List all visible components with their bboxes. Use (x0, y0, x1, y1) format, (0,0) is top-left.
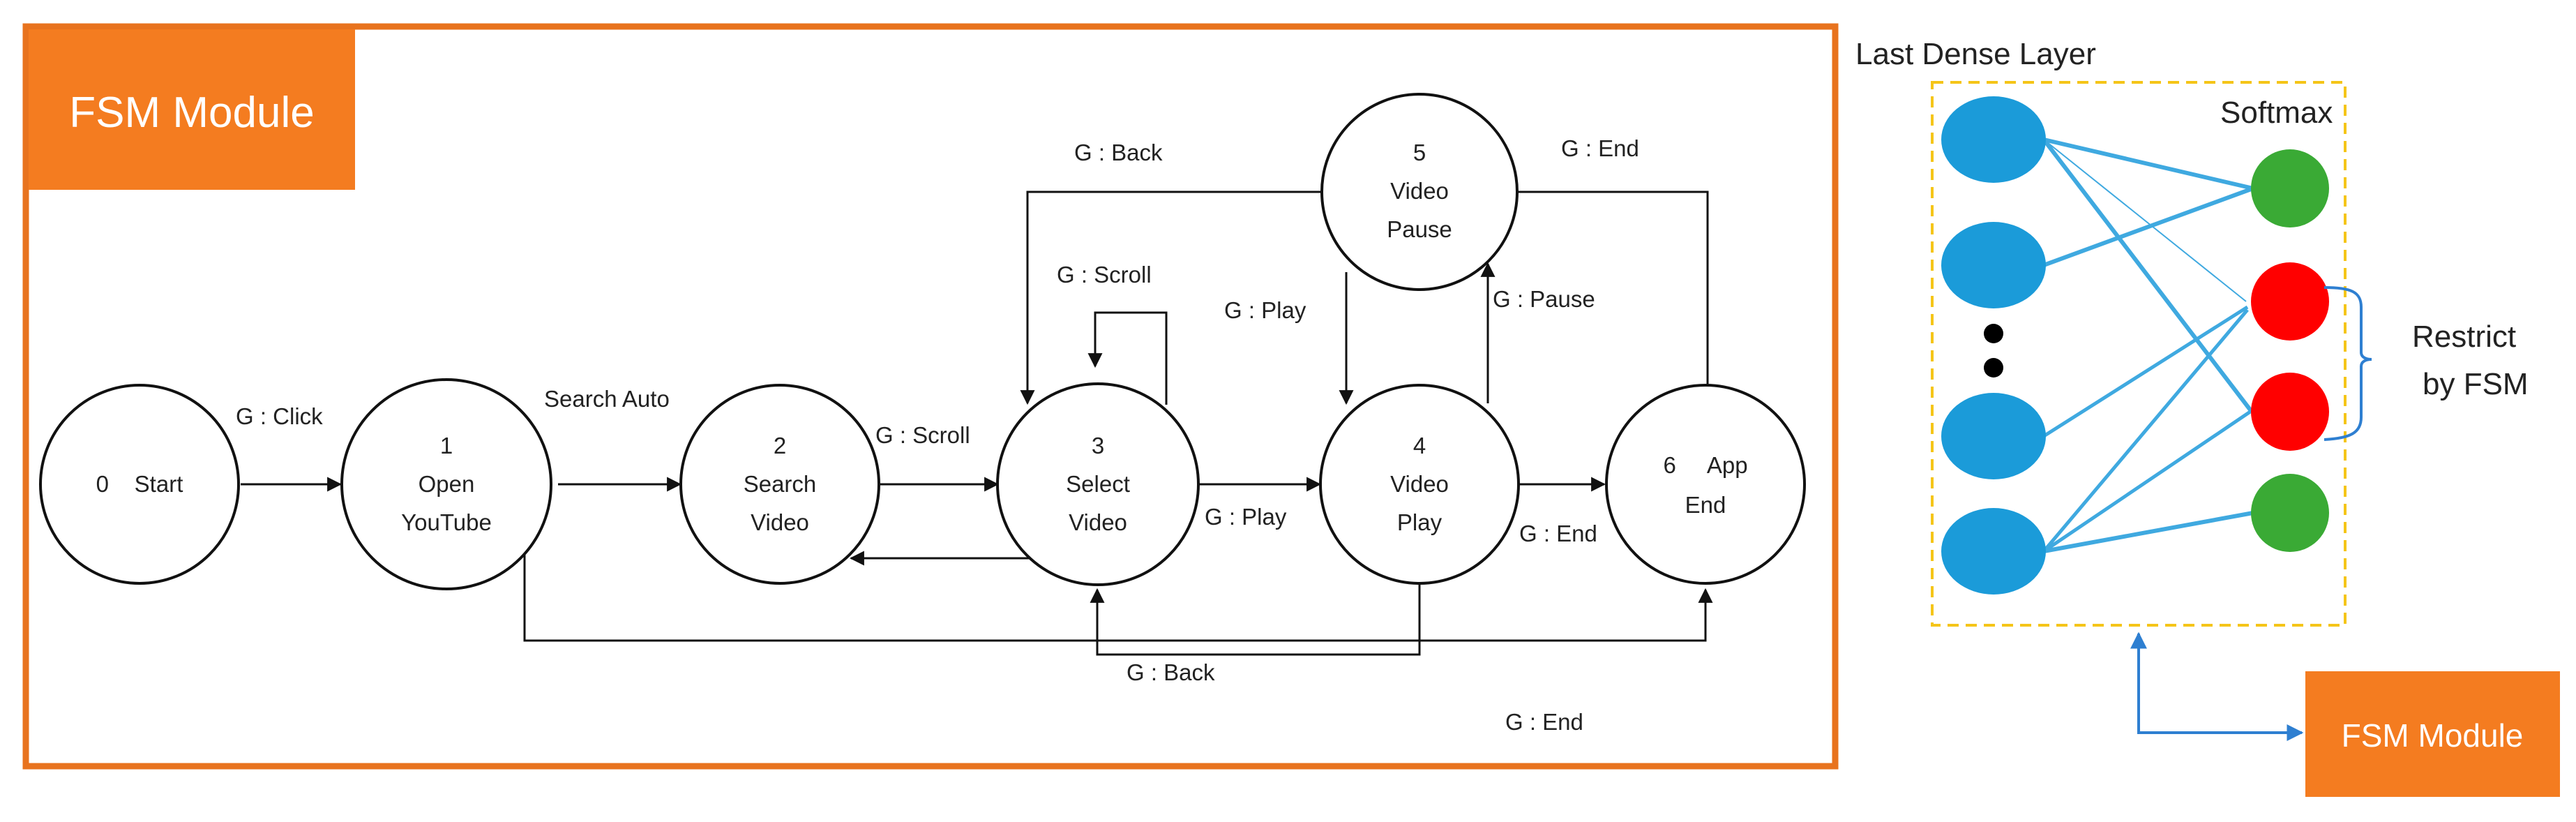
fsm-module-label: FSM Module (2342, 717, 2524, 754)
softmax-node-restricted-2 (2251, 373, 2329, 451)
label-play-3-4: G : Play (1205, 504, 1287, 530)
state-5-number: 5 (1413, 140, 1426, 165)
fsm-module-box (2305, 671, 2560, 797)
state-5-video-pause: 5 Video Pause (1320, 93, 1519, 291)
fsm-states: 0 Start 1 Open YouTube 2 Search Video 3 … (39, 93, 1806, 590)
softmax-node-restricted-1 (2251, 262, 2329, 341)
fsm-edge-labels: G : Click Search Auto G : Scroll G : Scr… (236, 135, 1639, 735)
state-4-video-play: 4 Video Play (1319, 384, 1520, 585)
label-end-bottom: G : End (1505, 709, 1583, 735)
fsm-title-box (29, 29, 355, 190)
label-pause: G : Pause (1493, 286, 1595, 312)
state-1-line-1: Open (419, 471, 475, 497)
network-dashed-box (1931, 81, 2347, 627)
label-end-4-6: G : End (1519, 521, 1597, 546)
dense-node-2 (1941, 222, 2046, 308)
fsm-edges (241, 190, 1715, 656)
label-scroll-loop: G : Scroll (1057, 262, 1152, 287)
edge-3-self-loop (1087, 311, 1168, 405)
label-search-auto: Search Auto (544, 386, 670, 412)
dense-layer-label: Last Dense Layer (1855, 37, 2096, 71)
state-3-line-1: Select (1066, 471, 1130, 497)
dense-layer-nodes (1941, 96, 2046, 595)
state-4-number: 4 (1413, 433, 1426, 458)
dense-node-3 (1941, 393, 2046, 479)
state-5-line-2: Pause (1387, 216, 1452, 242)
state-1-line-2: YouTube (401, 509, 492, 535)
state-2-number: 2 (774, 433, 786, 458)
state-2-search-video: 2 Search Video (679, 384, 880, 585)
restrict-brace (2323, 286, 2372, 441)
state-4-line-1: Video (1390, 471, 1449, 497)
softmax-label: Softmax (2220, 96, 2333, 130)
state-3-number: 3 (1092, 433, 1104, 458)
edge-5-to-3 (1020, 190, 1325, 405)
dense-node-4 (1941, 508, 2046, 595)
edge-4-to-3 (1090, 583, 1421, 656)
state-6-app-end: 6 App End (1605, 384, 1806, 585)
ellipsis-dot-2 (1984, 358, 2003, 378)
softmax-node-allowed-1 (2251, 149, 2329, 227)
state-2-line-2: Video (751, 509, 809, 535)
fsm-panel-border (22, 23, 1839, 770)
label-click: G : Click (236, 403, 323, 429)
label-end-top: G : End (1561, 135, 1639, 161)
restrict-label-line-2: by FSM (2423, 367, 2529, 401)
edge-5-to-6 (1517, 190, 1715, 405)
edge-1-to-6 (523, 555, 1713, 642)
label-back-top: G : Back (1074, 140, 1163, 165)
state-4-line-2: Play (1397, 509, 1443, 535)
restrict-label-line-1: Restrict (2412, 320, 2516, 354)
state-6-line-0: 6 App (1663, 452, 1747, 478)
state-0-label: 0 Start (96, 471, 183, 497)
state-2-line-1: Search (744, 471, 817, 497)
state-0-start: 0 Start (39, 384, 240, 585)
state-3-select-video: 3 Select Video (996, 382, 1200, 586)
state-3-line-2: Video (1069, 509, 1127, 535)
state-1-number: 1 (440, 433, 453, 458)
state-6-line-1: End (1685, 492, 1726, 518)
softmax-node-allowed-2 (2251, 474, 2329, 552)
network-connections (2042, 137, 2254, 553)
ellipsis-dot-1 (1984, 324, 2003, 343)
label-play-5-4: G : Play (1224, 297, 1306, 323)
state-5-line-1: Video (1390, 178, 1449, 204)
fsm-title: FSM Module (69, 89, 314, 137)
label-scroll-2-3: G : Scroll (875, 422, 970, 448)
dense-node-1 (1941, 96, 2046, 183)
label-back-bottom: G : Back (1127, 659, 1215, 685)
softmax-nodes (2251, 149, 2329, 552)
state-1-open-youtube: 1 Open YouTube (340, 378, 552, 590)
